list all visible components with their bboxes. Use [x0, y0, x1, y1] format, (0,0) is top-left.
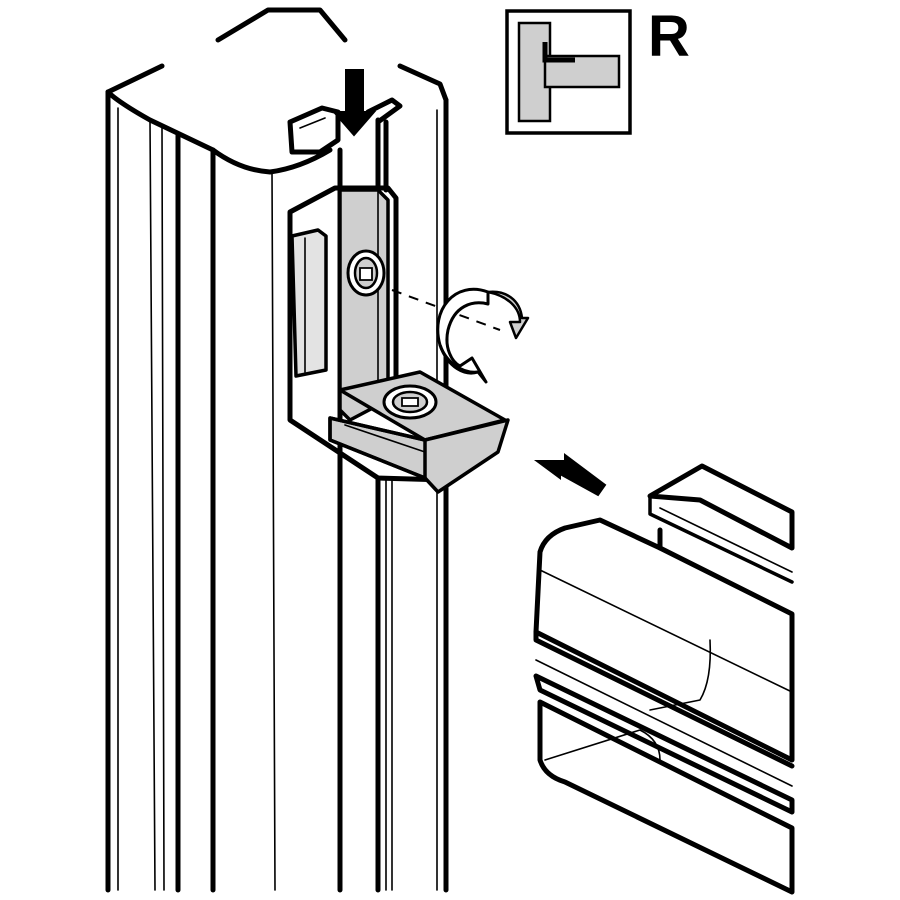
socket-screw-upper	[346, 249, 386, 297]
corner-bracket	[287, 185, 510, 494]
t-profile-icon	[517, 21, 621, 123]
horizontal-profile	[533, 463, 795, 895]
orientation-symbol	[505, 9, 632, 135]
variant-label: R	[648, 4, 690, 69]
vertical-profile	[105, 7, 449, 893]
rotate-arrow-icon	[391, 287, 530, 384]
socket-screw-lower	[382, 384, 438, 420]
arrow-left-icon	[533, 453, 607, 497]
arrow-down-icon	[331, 69, 377, 137]
